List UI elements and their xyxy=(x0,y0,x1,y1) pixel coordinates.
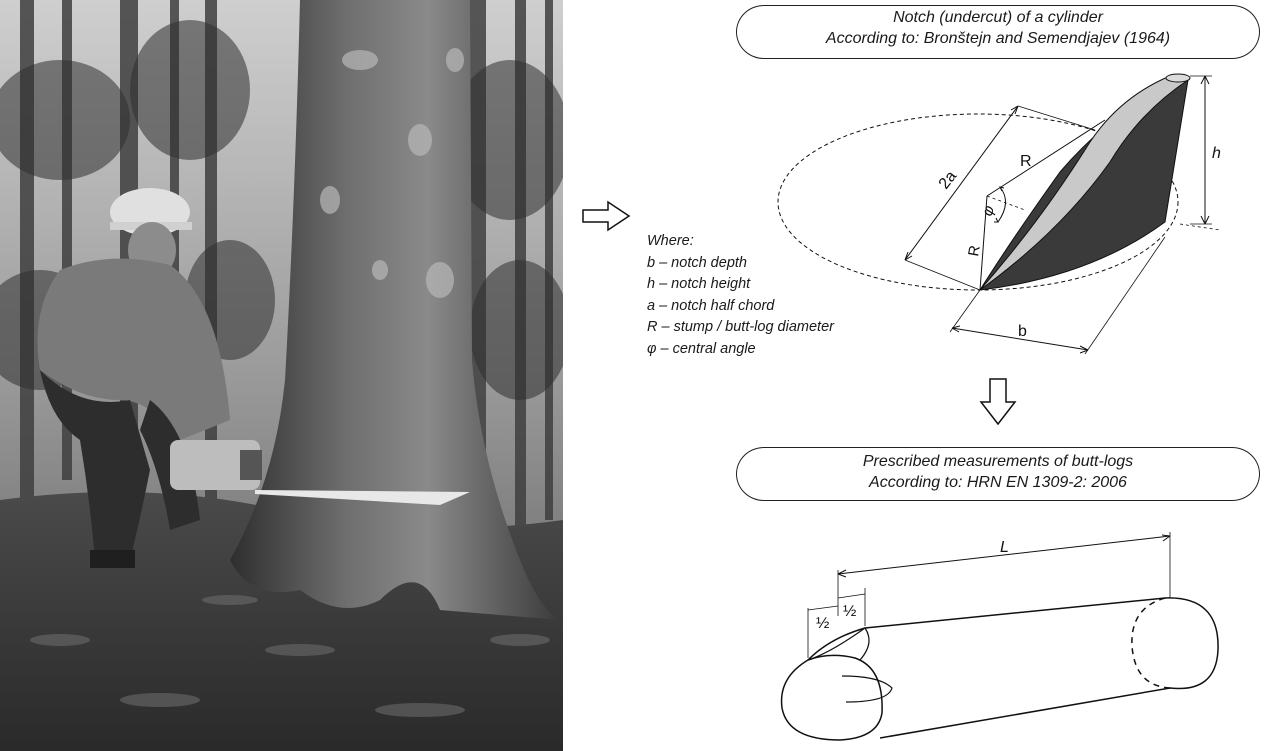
log-body xyxy=(807,597,1219,739)
legend-heading: Where: xyxy=(647,233,694,249)
tree-trunk xyxy=(230,0,560,620)
worker-boot xyxy=(90,550,135,568)
butt-log-title-box: Prescribed measurements of butt-logs Acc… xyxy=(736,447,1260,501)
label-h: h xyxy=(1212,145,1221,162)
label-R-top: R xyxy=(1020,153,1032,170)
notch-title-box: Notch (undercut) of a cylinder According… xyxy=(736,5,1260,59)
label-half-2: ½ xyxy=(843,603,856,620)
label-2a: 2a xyxy=(936,168,960,193)
log-end-face xyxy=(780,654,883,741)
legend-item-h: h – notch height xyxy=(647,276,751,292)
foliage xyxy=(0,20,563,400)
dimension-L xyxy=(837,535,1171,575)
radius-line-left xyxy=(979,195,988,291)
notch-title-line2: According to: Bronštejn and Semendjajev … xyxy=(825,30,1171,47)
label-half-1: ½ xyxy=(816,615,829,632)
felling-cut xyxy=(255,490,470,505)
radius-line-top xyxy=(986,119,1106,197)
butt-log-diagram: ½ ½ L xyxy=(780,532,1219,741)
butt-title-line2: According to: HRN EN 1309-2: 2006 xyxy=(869,474,1127,491)
notch-title-line1: Notch (undercut) of a cylinder xyxy=(893,9,1103,26)
dimension-b xyxy=(951,327,1089,351)
worker-jacket xyxy=(37,258,230,440)
chainsaw xyxy=(170,440,260,490)
legend-item-phi: φ – central angle xyxy=(647,340,756,357)
right-arrow-icon xyxy=(582,200,631,232)
down-arrow-icon xyxy=(979,378,1017,426)
label-b: b xyxy=(1018,323,1027,340)
legend-item-R: R – stump / butt-log diameter xyxy=(647,319,834,335)
bark-lichen xyxy=(320,48,464,298)
worker-trousers xyxy=(40,370,150,560)
legend-item-a: a – notch half chord xyxy=(647,297,775,314)
base-ellipse xyxy=(777,113,1179,291)
log-notch xyxy=(841,675,893,703)
butt-title-line1: Prescribed measurements of butt-logs xyxy=(862,453,1134,470)
label-L: L xyxy=(1000,539,1009,556)
legend: Where: b – notch depth h – notch height … xyxy=(647,231,834,360)
notch-diagram: 2a R R φ h b xyxy=(777,73,1221,355)
dimension-2a xyxy=(904,105,1019,261)
worker-figure xyxy=(37,188,262,568)
label-R-left: R xyxy=(965,244,984,258)
label-phi: φ xyxy=(979,203,998,218)
leaf-litter xyxy=(30,595,550,717)
legend-item-b: b – notch depth xyxy=(647,254,747,271)
tree-felling-photo xyxy=(0,0,563,751)
